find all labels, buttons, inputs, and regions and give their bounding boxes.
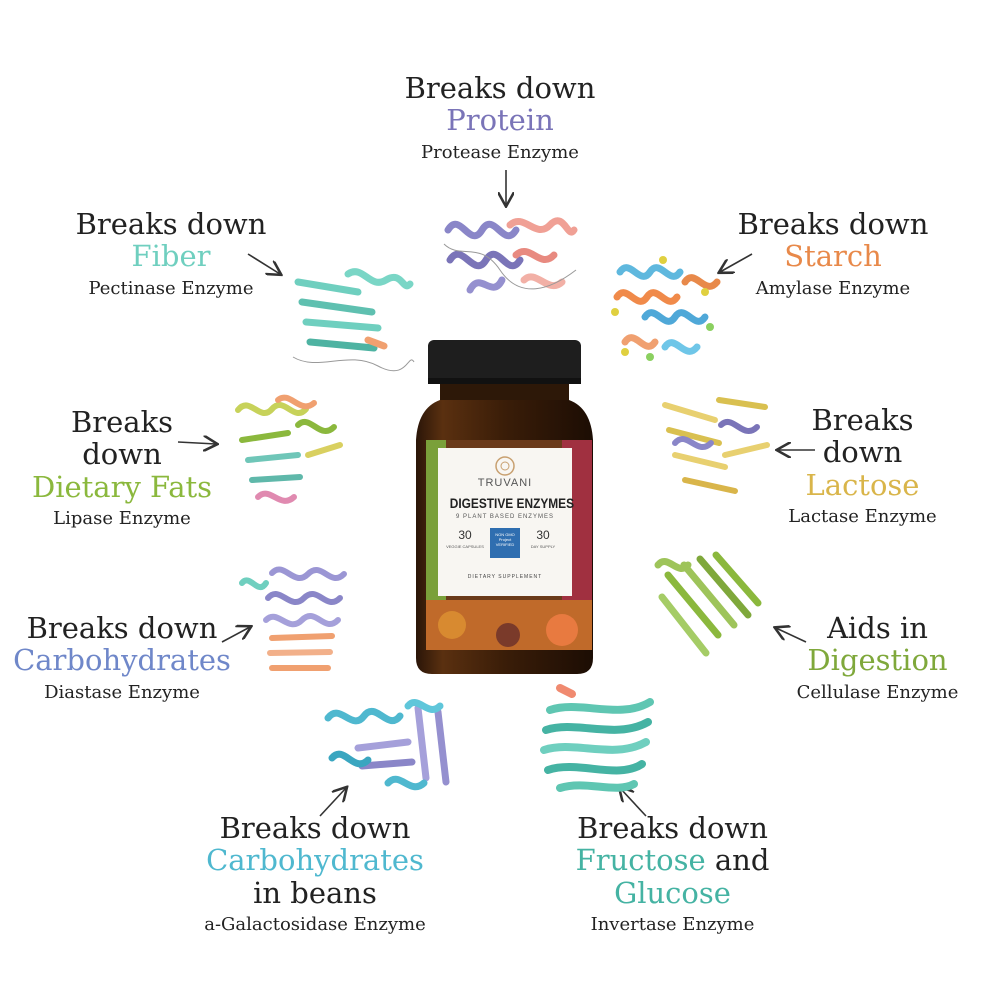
protein-structure-icon [324,699,450,791]
label-carbs-key: Carbohydrates [13,643,231,678]
label-fructose-enzyme: Invertase Enzyme [590,914,755,936]
label-fructose-key1: Fructose [575,843,706,878]
label-protein-key: Protein [446,103,554,138]
label-carbs-enzyme: Diastase Enzyme [44,681,200,703]
label-lactose: Breaks down Lactose Lactase Enzyme [770,404,955,528]
label-protein: Breaks down Protein Protease Enzyme [395,72,605,163]
bottle-count-days: 30 [536,528,550,542]
label-fructose-and: and [714,843,770,878]
bottle-days-label: DAY SUPPLY [530,544,556,549]
label-fats-key: Dietary Fats [31,469,213,504]
protein-structure-icon [239,566,347,671]
label-digestion: Aids in Digestion Cellulase Enzyme [780,612,975,703]
label-beans-key: Carbohydrates [206,843,424,878]
arrow-fructose [620,788,647,817]
bottle-count-capsules: 30 [458,528,472,542]
arrow-beans [319,788,346,817]
label-fructose-line: Fructose and [560,844,785,876]
arrow-carbs [221,627,250,643]
bottle-footer: DIETARY SUPPLEMENT [467,574,543,580]
label-fats-lead2: down [82,437,162,472]
label-beans-lead: Breaks down [219,811,411,845]
bottle-tagline: 9 PLANT BASED ENZYMES [456,514,554,520]
label-fructose: Breaks down Fructose and Glucose Inverta… [560,812,785,936]
label-fats: Breaks down Dietary Fats Lipase Enzyme [22,406,222,530]
label-starch-lead: Breaks down [737,207,929,241]
label-beans-enzyme: a-Galactosidase Enzyme [204,914,426,936]
label-fiber-enzyme: Pectinase Enzyme [88,277,254,299]
label-digestion-key: Digestion [807,643,948,678]
protein-structure-icon [540,684,654,792]
arrow-fats [177,442,216,444]
bottle-cap [428,340,581,384]
protein-structure-icon [611,256,721,361]
label-fats-enzyme: Lipase Enzyme [53,508,191,530]
arrow-fiber [247,253,280,274]
label-fats-lead1: Breaks [70,405,174,439]
label-carbs: Breaks down Carbohydrates Diastase Enzym… [12,612,232,703]
bottle-capsules-label: VEGGIE CAPSULES [446,544,484,549]
bottle-brand: TRUVANI [477,477,533,489]
label-carbs-lead: Breaks down [26,611,218,645]
protein-structure-icon [443,217,578,294]
label-lactose-key: Lactose [805,467,920,502]
label-beans: Breaks down Carbohydrates in beans a-Gal… [190,812,440,936]
label-fiber-lead: Breaks down [75,207,267,241]
arrow-digestion [776,628,807,643]
protein-structure-icon [235,394,343,504]
protein-structure-icon [292,268,415,372]
arrow-starch [720,253,753,272]
label-digestion-enzyme: Cellulase Enzyme [796,681,959,703]
label-digestion-lead: Aids in [827,611,928,645]
label-fructose-key2: Glucose [614,875,731,910]
bottle-product: DIGESTIVE ENZYMES [449,495,575,511]
label-fiber: Breaks down Fiber Pectinase Enzyme [60,208,282,299]
label-fiber-key: Fiber [131,239,211,274]
protein-structure-icon [654,551,762,657]
label-protein-lead: Breaks down [404,71,596,105]
bottle-nongmo-badge: NON GMO Project VERIFIED [490,528,520,558]
label-lactose-enzyme: Lactase Enzyme [788,506,937,528]
label-beans-tail: in beans [253,875,377,910]
label-starch-enzyme: Amylase Enzyme [755,277,911,299]
protein-structure-icon [662,397,770,494]
label-protein-enzyme: Protease Enzyme [421,141,579,163]
label-lactose-lead2: down [822,435,903,470]
label-starch: Breaks down Starch Amylase Enzyme [722,208,944,299]
label-fructose-lead: Breaks down [577,811,768,845]
bottle-label [438,448,572,596]
label-lactose-lead1: Breaks [811,403,914,437]
label-starch-key: Starch [784,239,882,274]
